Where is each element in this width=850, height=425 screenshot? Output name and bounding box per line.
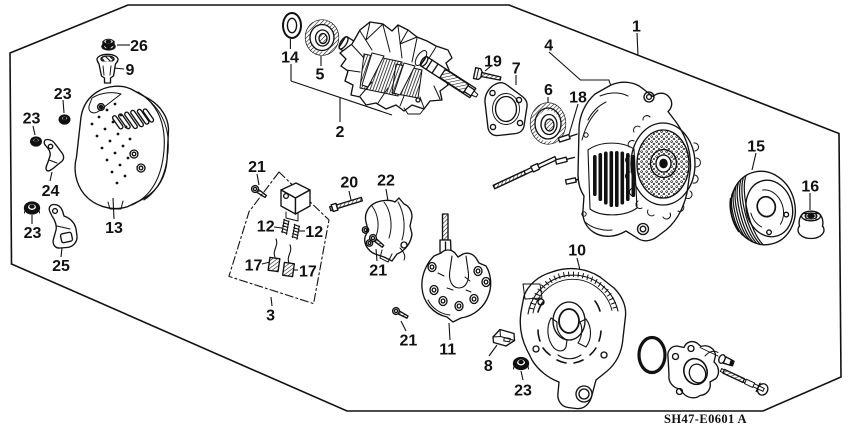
svg-text:15: 15 bbox=[747, 139, 765, 156]
svg-text:23: 23 bbox=[23, 111, 41, 128]
svg-text:16: 16 bbox=[801, 179, 819, 196]
svg-text:SH47-E0601 A: SH47-E0601 A bbox=[664, 412, 747, 425]
svg-text:12: 12 bbox=[305, 224, 323, 241]
svg-text:23: 23 bbox=[24, 225, 42, 242]
svg-text:9: 9 bbox=[126, 62, 135, 79]
svg-text:13: 13 bbox=[105, 220, 123, 237]
svg-text:19: 19 bbox=[484, 54, 502, 71]
svg-text:25: 25 bbox=[52, 258, 70, 275]
svg-text:1: 1 bbox=[632, 19, 641, 36]
svg-text:14: 14 bbox=[281, 50, 299, 67]
svg-text:5: 5 bbox=[316, 67, 325, 84]
svg-text:12: 12 bbox=[257, 219, 275, 236]
svg-text:4: 4 bbox=[544, 38, 553, 55]
svg-text:2: 2 bbox=[336, 124, 345, 141]
svg-text:17: 17 bbox=[299, 264, 317, 281]
svg-text:24: 24 bbox=[42, 183, 60, 200]
svg-text:6: 6 bbox=[544, 82, 553, 99]
svg-text:26: 26 bbox=[130, 38, 148, 55]
svg-text:20: 20 bbox=[340, 175, 358, 192]
svg-text:22: 22 bbox=[377, 173, 395, 190]
svg-text:17: 17 bbox=[245, 258, 263, 275]
svg-text:7: 7 bbox=[512, 61, 521, 78]
svg-text:23: 23 bbox=[514, 383, 532, 400]
svg-text:21: 21 bbox=[400, 333, 418, 350]
svg-text:21: 21 bbox=[369, 263, 387, 280]
svg-text:8: 8 bbox=[484, 358, 493, 375]
svg-text:18: 18 bbox=[569, 90, 587, 107]
svg-text:23: 23 bbox=[54, 86, 72, 103]
svg-text:21: 21 bbox=[248, 159, 266, 176]
svg-text:11: 11 bbox=[439, 342, 456, 359]
svg-text:3: 3 bbox=[266, 308, 275, 325]
svg-text:10: 10 bbox=[568, 243, 586, 260]
